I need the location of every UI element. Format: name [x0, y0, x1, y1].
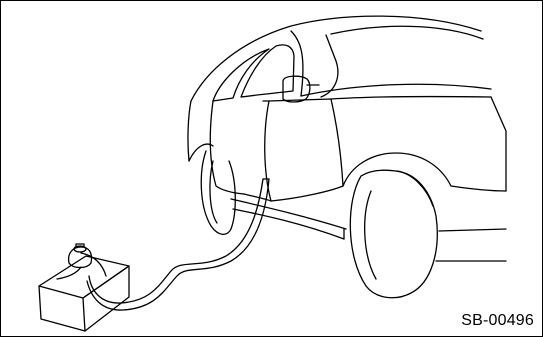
figure-reference-code: SB-00496 [461, 312, 534, 330]
car-rear-window [213, 49, 269, 101]
car-hood-line [301, 84, 491, 96]
car-rocker-panel [231, 199, 346, 229]
car-front-window [241, 45, 294, 97]
car-rear-door [210, 101, 244, 194]
battery-box [39, 244, 129, 331]
car-drawing [188, 16, 506, 298]
charger-cables [87, 179, 269, 310]
car-front-door [265, 99, 343, 201]
car-rear-wheel [201, 151, 235, 234]
car-side-mirror [283, 76, 310, 102]
